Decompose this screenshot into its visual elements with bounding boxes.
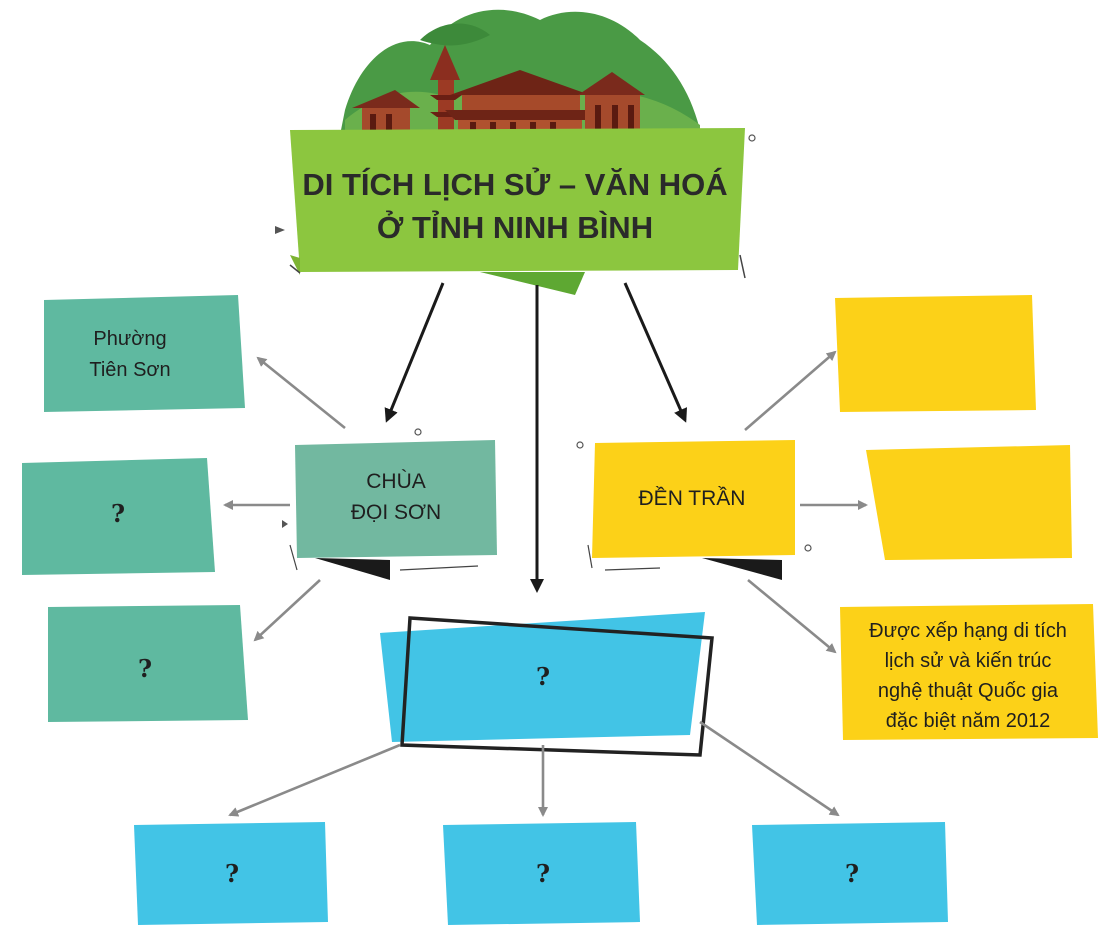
bottom-box-right: ?: [752, 822, 948, 925]
den-tran-label: ĐỀN TRẦN: [639, 487, 746, 510]
bottom-arrows: [228, 720, 840, 817]
left-box-middle-label: ?: [111, 499, 125, 528]
arrow-title-to-chua: [384, 282, 445, 423]
arrow-den-to-top: [744, 350, 837, 431]
note-line-1: Được xếp hạng di tích: [869, 620, 1067, 642]
bottom-box-middle-label: ?: [536, 859, 550, 888]
left-box-top: Phường Tiên Sơn: [44, 295, 245, 412]
left-box-top-line-2: Tiên Sơn: [89, 359, 170, 381]
right-box-note: Được xếp hạng di tích lịch sử và kiến tr…: [840, 604, 1098, 740]
left-box-bottom: ?: [48, 605, 248, 722]
left-box-top-line-1: Phường: [93, 328, 166, 350]
den-tran-node: ĐỀN TRẦN: [576, 440, 812, 580]
bottom-box-left-label: ?: [225, 859, 239, 888]
title-line-1: DI TÍCH LỊCH SỬ – VĂN HOÁ: [302, 166, 727, 202]
note-line-2: lịch sử và kiến trúc: [885, 650, 1052, 672]
title-arrows: [384, 282, 687, 593]
title-banner: DI TÍCH LỊCH SỬ – VĂN HOÁ Ở TỈNH NINH BÌ…: [275, 128, 756, 295]
arrow-title-to-den: [623, 282, 687, 423]
chua-label-line-1: CHÙA: [366, 470, 426, 493]
chua-doi-son-node: CHÙA ĐỌI SƠN: [282, 428, 497, 580]
bottom-box-right-label: ?: [845, 859, 859, 888]
arrow-center-to-bottom-right: [699, 720, 840, 817]
left-box-bottom-label: ?: [138, 654, 152, 683]
left-arrows: [223, 356, 346, 642]
note-line-4: đặc biệt năm 2012: [886, 710, 1051, 732]
arrow-center-to-bottom-left: [228, 743, 401, 817]
bottom-box-left: ?: [134, 822, 328, 925]
arrow-den-to-note: [747, 578, 837, 654]
right-box-middle: [866, 445, 1072, 560]
left-box-middle: ?: [22, 458, 215, 575]
arrow-chua-to-bottom: [253, 579, 321, 642]
bottom-box-middle: ?: [443, 822, 640, 925]
arrow-chua-to-top: [256, 356, 346, 430]
center-node-label: ?: [536, 662, 550, 691]
right-box-top: [835, 295, 1036, 412]
chua-label-line-2: ĐỌI SƠN: [351, 501, 441, 524]
right-arrows: [744, 350, 868, 654]
center-node: ?: [380, 612, 714, 757]
note-line-3: nghệ thuật Quốc gia: [878, 680, 1059, 702]
title-line-2: Ở TỈNH NINH BÌNH: [377, 209, 653, 245]
